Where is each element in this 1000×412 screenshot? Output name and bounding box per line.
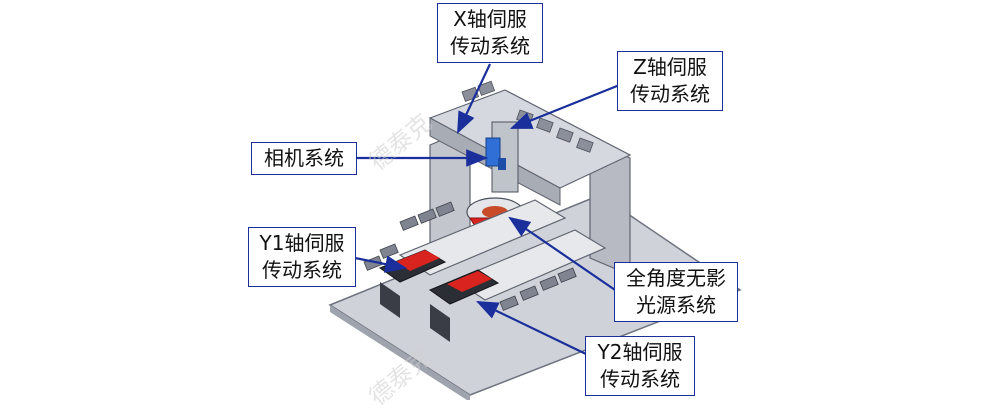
callout-light-line2: 光源系统 xyxy=(636,293,716,317)
callout-y1-axis-line2: 传动系统 xyxy=(262,258,342,282)
arrow-y1-axis xyxy=(354,255,408,273)
cable-chain-right xyxy=(499,267,577,311)
base-plate-edge xyxy=(330,305,470,400)
camera-lens xyxy=(498,158,506,170)
callout-camera-line1: 相机系统 xyxy=(264,146,344,170)
callout-light-line1: 全角度无影 xyxy=(626,266,726,290)
arrow-z-axis xyxy=(509,82,623,130)
callout-y1-axis-line1: Y1轴伺服 xyxy=(259,231,345,255)
callout-camera: 相机系统 xyxy=(251,142,357,175)
callout-x-axis-line1: X轴伺服 xyxy=(453,7,527,31)
callout-y1-axis: Y1轴伺服 传动系统 xyxy=(248,227,356,287)
y2-servo-base xyxy=(430,304,450,342)
machine-illustration xyxy=(328,63,742,400)
callout-light: 全角度无影 光源系统 xyxy=(614,262,738,322)
arrow-x-axis xyxy=(457,63,491,134)
y2-servo-top xyxy=(447,271,492,292)
arrow-y2-axis xyxy=(476,301,589,356)
callout-z-axis-line2: 传动系统 xyxy=(630,82,710,106)
callout-y2-axis-line2: 传动系统 xyxy=(600,367,680,391)
callout-z-axis: Z轴伺服 传动系统 xyxy=(617,51,723,111)
y1-servo-base xyxy=(380,282,400,318)
callout-x-axis: X轴伺服 传动系统 xyxy=(437,3,543,63)
callout-y2-axis-line1: Y2轴伺服 xyxy=(597,340,683,364)
callout-x-axis-line2: 传动系统 xyxy=(450,34,530,58)
arrow-light xyxy=(508,216,619,293)
callout-z-axis-line1: Z轴伺服 xyxy=(633,55,707,79)
callout-y2-axis: Y2轴伺服 传动系统 xyxy=(585,336,695,396)
cable-chain-left xyxy=(363,201,455,271)
leader-arrows xyxy=(354,63,623,356)
camera-body xyxy=(485,137,501,167)
